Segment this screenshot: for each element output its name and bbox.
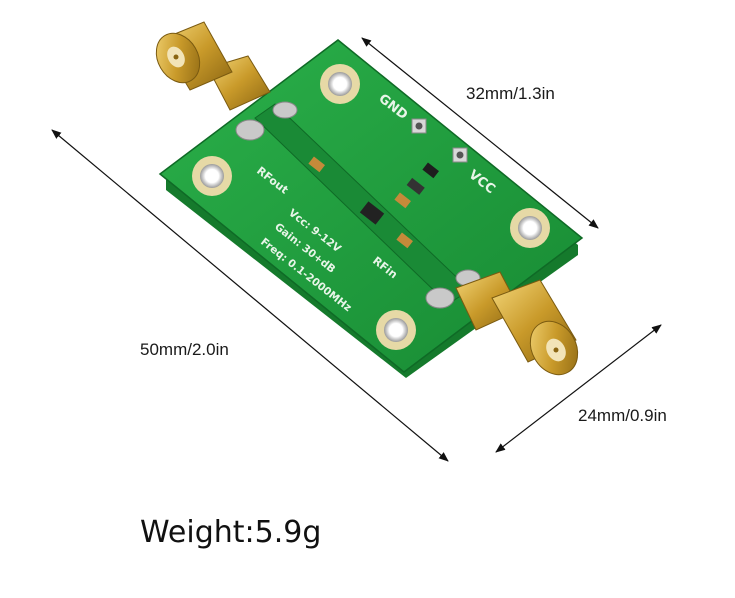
resistor (394, 192, 411, 209)
dim-line-width-side (495, 324, 662, 453)
weight-label: Weight:5.9g (140, 515, 322, 550)
sma-connector-rfout (155, 21, 271, 111)
resistor (406, 177, 425, 195)
amplifier-chip (359, 201, 385, 225)
solder-joint (425, 287, 455, 309)
sma-connector-rfin (455, 271, 579, 376)
dimension-length-label: 50mm/2.0in (140, 340, 229, 359)
dim-line-width-top (361, 37, 599, 229)
dimension-width-top-label: 32mm/1.3in (466, 84, 555, 103)
inductor (422, 162, 439, 179)
capacitor (308, 156, 325, 173)
dimension-width-side-label: 24mm/0.9in (578, 406, 667, 425)
solder-joint (272, 101, 298, 119)
dim-line-length (51, 129, 449, 462)
solder-joint (235, 119, 265, 141)
capacitor (396, 232, 413, 249)
